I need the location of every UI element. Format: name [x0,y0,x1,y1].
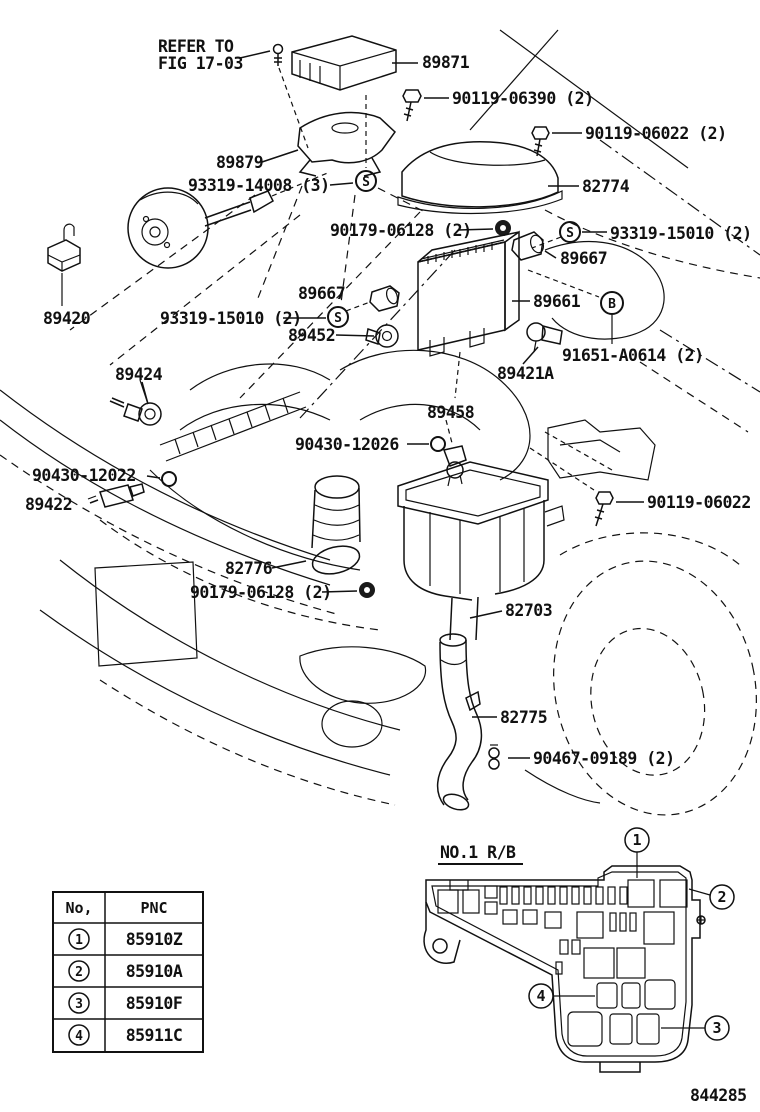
s-marker-right: S [531,221,581,249]
leader-lines [89,50,644,759]
row-3-no: 3 [75,997,83,1012]
part-label-82703: 82703 [505,601,552,620]
part-label-89421A: 89421A [497,364,554,383]
air-cleaner-cap-82774 [397,141,563,215]
part-label-90179-06128-bottom: 90179-06128 (2) [190,583,332,602]
ecu-module-89871 [291,35,397,91]
pnc-table: No, PNC 1 85910Z 2 85910A 3 85910F 4 859… [52,891,204,1053]
callout-3-number: 3 [712,1019,721,1037]
part-label-89452: 89452 [288,326,335,345]
clamp-90467-icon [488,744,500,770]
callout-2-number: 2 [717,888,726,906]
row-3-pnc: 85910F [126,994,183,1013]
callout-1: 1 [624,827,650,878]
table-row: 4 85911C [68,1024,183,1046]
row-1-no: 1 [75,933,83,948]
gasket-90430-12022 [161,471,177,487]
part-label-89871: 89871 [422,53,470,72]
note-fig-17-03: FIG 17-03 [158,54,243,73]
part-label-82776: 82776 [225,559,273,578]
part-label-82774: 82774 [582,177,630,196]
table-row: 2 85910A [68,960,183,982]
s-marker-left: S [327,301,371,328]
relay-box-no1: 1 2 3 4 NO.1 R/B [423,827,735,1073]
part-label-90119-06390: 90119-06390 (2) [452,89,594,108]
s-marker-top-letter: S [362,175,370,190]
s-marker-top: S [355,170,377,192]
row-2-no: 2 [75,965,83,980]
bolt-90119-06022-right-icon [529,431,614,527]
relay-blocks [437,879,688,1047]
part-label-93319-15010-left: 93319-15010 (2) [160,309,302,328]
bolt-90119-06390-icon [402,89,422,122]
connector-89420 [47,223,81,306]
sensor-89667-left [369,285,400,312]
part-label-90430-12026: 90430-12026 [295,435,399,454]
part-label-89667-right: 89667 [560,249,607,268]
b-marker: B [527,269,624,344]
part-label-90119-06022-top: 90119-06022 (2) [585,124,727,143]
callout-4: 4 [528,983,595,1009]
fuse-row [499,886,628,905]
table-row: 1 85910Z [68,928,183,950]
callout-4-number: 4 [536,987,545,1005]
nut-90179-top-icon [495,220,511,236]
table-row: 3 85910F [68,992,183,1014]
ecu-89661 [417,230,520,357]
part-label-90119-06022-right: 90119-06022 [647,493,751,512]
s-marker-right-letter: S [566,226,574,241]
part-label-89879: 89879 [216,153,263,172]
sensor-89458 [430,419,467,487]
sensor-89667-right [511,231,545,261]
part-label-89424: 89424 [115,365,163,384]
table-header-pnc: PNC [140,899,167,917]
relay-box-title: NO.1 R/B [440,843,516,862]
car-body-line-art [0,29,760,816]
part-label-89458: 89458 [427,403,474,422]
part-label-90467-09189: 90467-09189 (2) [533,749,675,768]
part-label-90179-06128-top: 90179-06128 (2) [330,221,472,240]
part-label-93319-15010-right: 93319-15010 (2) [610,224,752,243]
screw-fig17-03 [272,43,309,149]
nut-90179-bottom-icon [359,582,375,598]
part-label-89667-left: 89667 [298,284,345,303]
part-label-89661: 89661 [533,292,581,311]
bolt-90119-06022-top-icon [531,126,550,157]
bracket-89879 [297,95,396,177]
part-labels: REFER TO FIG 17-03 89871 90119-06390 (2)… [25,37,752,768]
row-4-no: 4 [75,1029,83,1044]
sensor-89422 [87,483,145,508]
part-label-90430-12022: 90430-12022 [32,466,136,485]
air-cleaner-case-82703 [397,461,565,641]
part-label-82775: 82775 [500,708,547,727]
figure-code: 844285 [690,1086,747,1105]
part-label-91651-A0614: 91651-A0614 (2) [562,346,704,365]
row-1-pnc: 85910Z [126,930,183,949]
row-2-pnc: 85910A [126,962,183,981]
pipe-82775 [436,633,483,811]
note-refer-to: REFER TO [158,37,234,56]
part-label-93319-14008: 93319-14008 (3) [188,176,330,195]
callout-1-number: 1 [632,831,641,849]
sensor-89421A [526,322,563,353]
table-header-no: No, [65,899,92,917]
part-label-89422: 89422 [25,495,72,514]
callout-3: 3 [661,1015,730,1041]
callout-2: 2 [688,884,735,910]
row-4-pnc: 85911C [126,1026,183,1045]
sensor-89424 [109,379,162,426]
b-marker-letter: B [608,297,616,312]
s-marker-left-letter: S [334,311,342,326]
brake-booster [127,171,331,269]
part-label-89420: 89420 [43,309,90,328]
hose-82776 [311,475,361,575]
